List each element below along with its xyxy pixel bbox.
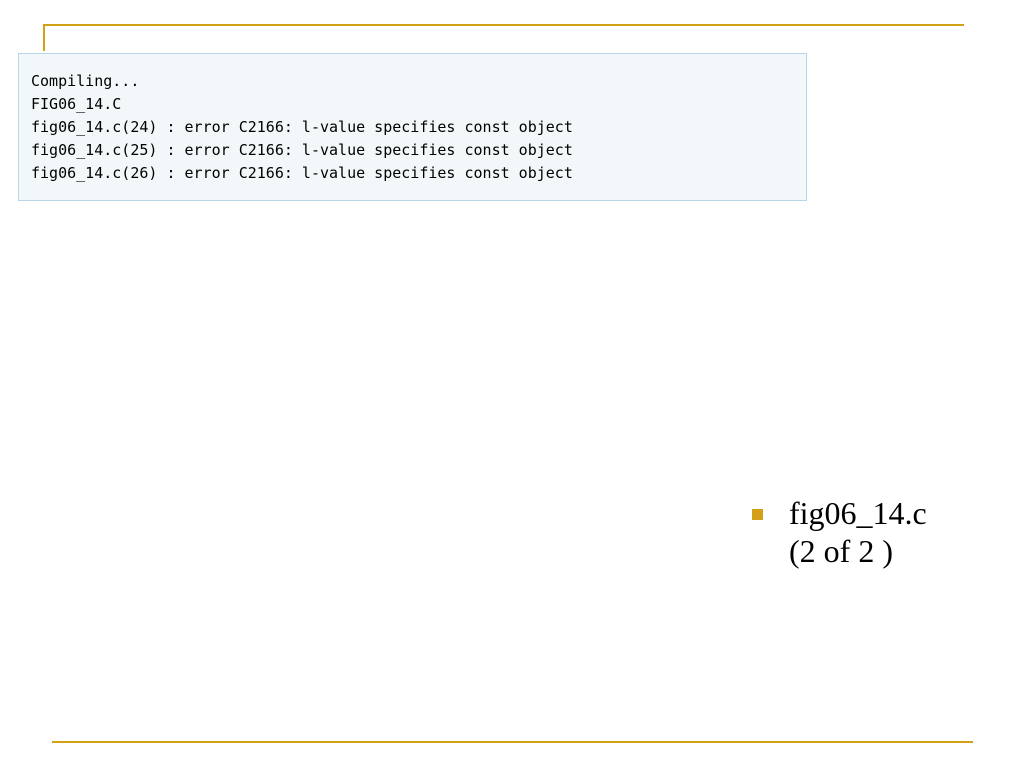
output-line-error-25: fig06_14.c(25) : error C2166: l-value sp… [31, 141, 573, 159]
output-line-error-26: fig06_14.c(26) : error C2166: l-value sp… [31, 164, 573, 182]
output-line-filename: FIG06_14.C [31, 95, 122, 113]
bullet-item-file-caption: fig06_14.c (2 of 2 ) [752, 494, 1012, 570]
bottom-divider [52, 741, 973, 743]
bullet-file-name: fig06_14.c [789, 495, 927, 531]
bullet-list: fig06_14.c (2 of 2 ) [752, 494, 1012, 570]
bullet-part-indicator: (2 of 2 ) [789, 533, 893, 569]
top-divider-tick [43, 24, 45, 51]
output-line-error-24: fig06_14.c(24) : error C2166: l-value sp… [31, 118, 573, 136]
compiler-output-box: Compiling... FIG06_14.C fig06_14.c(24) :… [18, 53, 807, 201]
output-line-compiling: Compiling... [31, 72, 140, 90]
top-divider [43, 24, 964, 26]
square-bullet-icon [752, 509, 763, 520]
